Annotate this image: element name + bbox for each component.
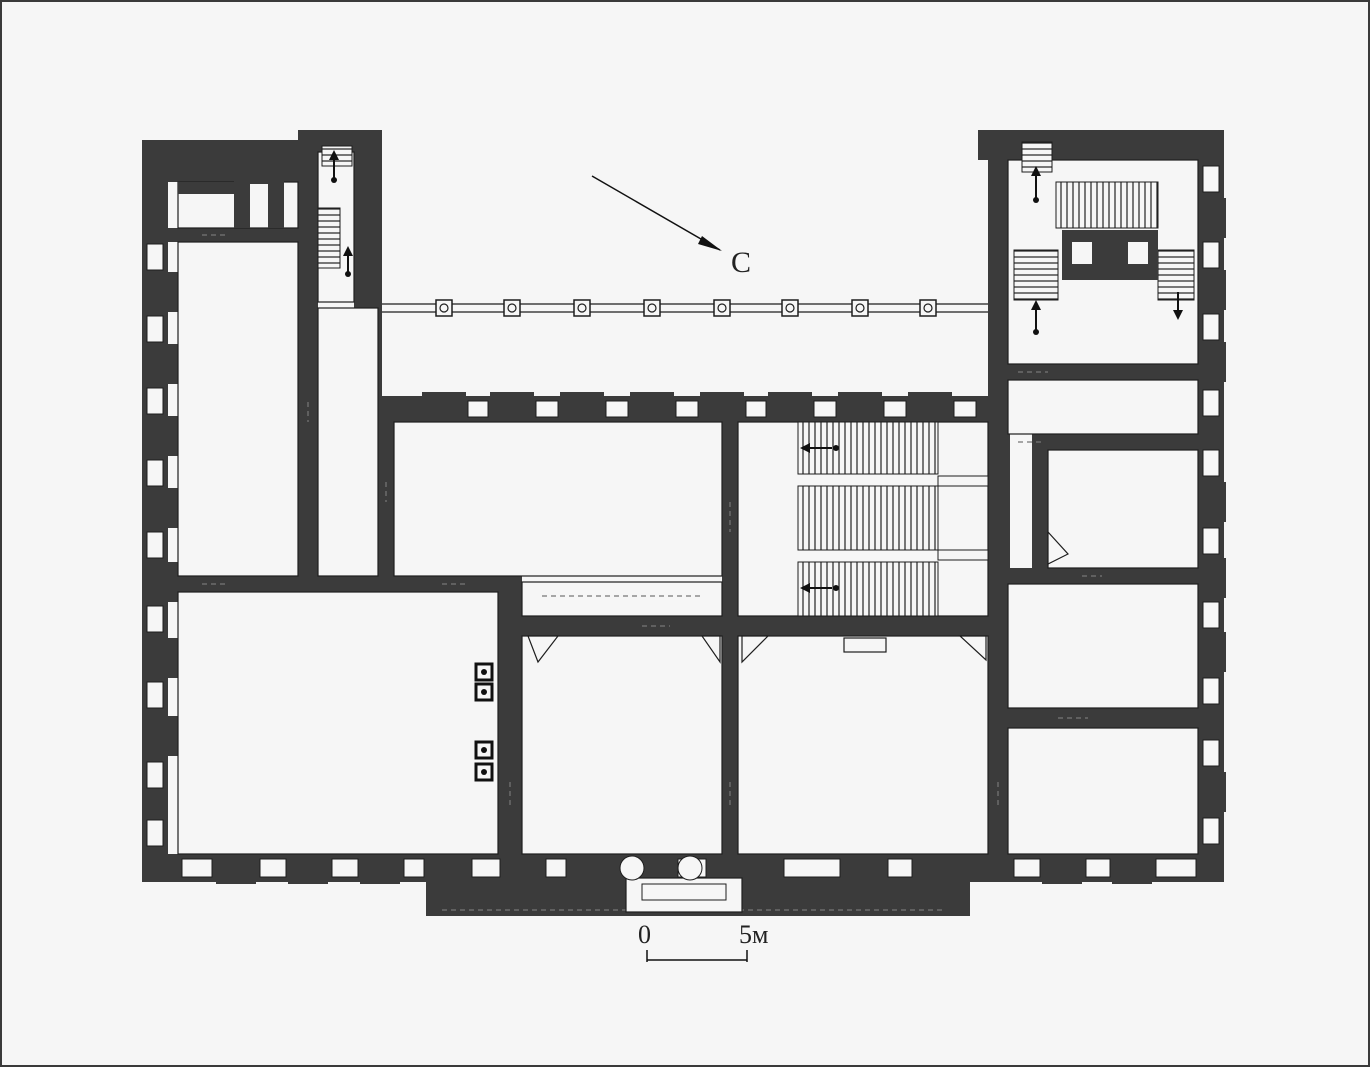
south-entrance	[619, 855, 743, 913]
north-arrow	[591, 175, 722, 251]
scale-bar	[646, 950, 748, 962]
north-arrow-label: С	[731, 246, 752, 279]
door-openings	[202, 234, 1102, 911]
fireplaces	[527, 530, 1069, 664]
colonnade	[382, 299, 988, 317]
north-facade-piers	[422, 392, 952, 424]
left-tower-staircase	[317, 145, 353, 277]
left-wing-cabinets	[178, 174, 284, 228]
right-tower-staircase	[1013, 141, 1195, 335]
scale-start-label: 0	[638, 920, 651, 949]
hall-columns	[474, 662, 494, 782]
scale-end-label: 5м	[739, 920, 769, 949]
side-facade-piers	[152, 198, 1226, 812]
grand-staircase	[797, 421, 989, 617]
